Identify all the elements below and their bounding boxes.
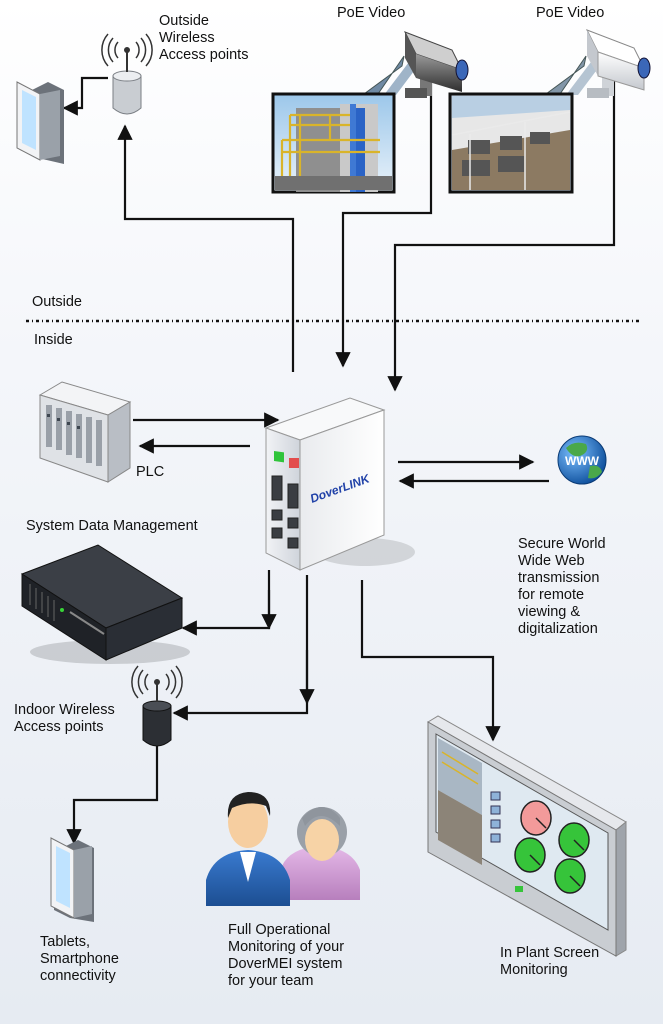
wireless-ap-icon-outside bbox=[101, 33, 153, 115]
poe-video-label-1: PoE Video bbox=[337, 5, 406, 21]
link-server-to-data bbox=[181, 570, 271, 636]
doverlink-server: DoverLINK bbox=[264, 397, 415, 571]
camera-icon-1 bbox=[362, 31, 469, 98]
link-ap-to-tablet-indoor bbox=[66, 746, 159, 845]
in-plant-label: In Plant Screen Monitoring bbox=[500, 945, 600, 978]
full-ops-label: Full Operational Monitoring of your Dove… bbox=[228, 922, 345, 989]
wireless-ap-icon-indoor bbox=[131, 665, 183, 747]
inside-label: Inside bbox=[34, 332, 73, 348]
link-server-to-outside-ap bbox=[117, 124, 295, 372]
link-camera1-to-server bbox=[335, 80, 433, 368]
tablets-label: Tablets, Smartphone connectivity bbox=[40, 934, 119, 984]
indoor-wireless-label: Indoor Wireless Access points bbox=[14, 702, 115, 735]
link-server-to-indoor-ap bbox=[172, 575, 309, 721]
outside-label: Outside bbox=[32, 294, 82, 310]
www-globe-icon: WWW bbox=[557, 435, 607, 485]
secure-web-label: Secure World Wide Web transmission for r… bbox=[518, 536, 606, 637]
link-ap-to-tablet bbox=[62, 76, 108, 116]
camera-2-image bbox=[448, 92, 574, 194]
data-management-server-icon bbox=[20, 544, 190, 664]
team-people-icon bbox=[206, 792, 360, 906]
camera-icon-2 bbox=[544, 29, 651, 98]
www-text: WWW bbox=[565, 454, 600, 468]
system-data-label: System Data Management bbox=[26, 518, 198, 534]
poe-video-label-2: PoE Video bbox=[536, 5, 605, 21]
tablet-icon-outside bbox=[16, 81, 64, 164]
outside-wireless-label: Outside Wireless Access points bbox=[159, 13, 249, 63]
plc-label: PLC bbox=[136, 464, 165, 480]
plc-icon bbox=[38, 381, 132, 483]
in-plant-monitor-icon bbox=[427, 715, 627, 957]
link-server-to-screen bbox=[360, 580, 501, 742]
link-camera2-to-server bbox=[387, 78, 616, 392]
camera-1-image bbox=[271, 92, 396, 194]
tablet-icon-indoor bbox=[50, 837, 94, 922]
